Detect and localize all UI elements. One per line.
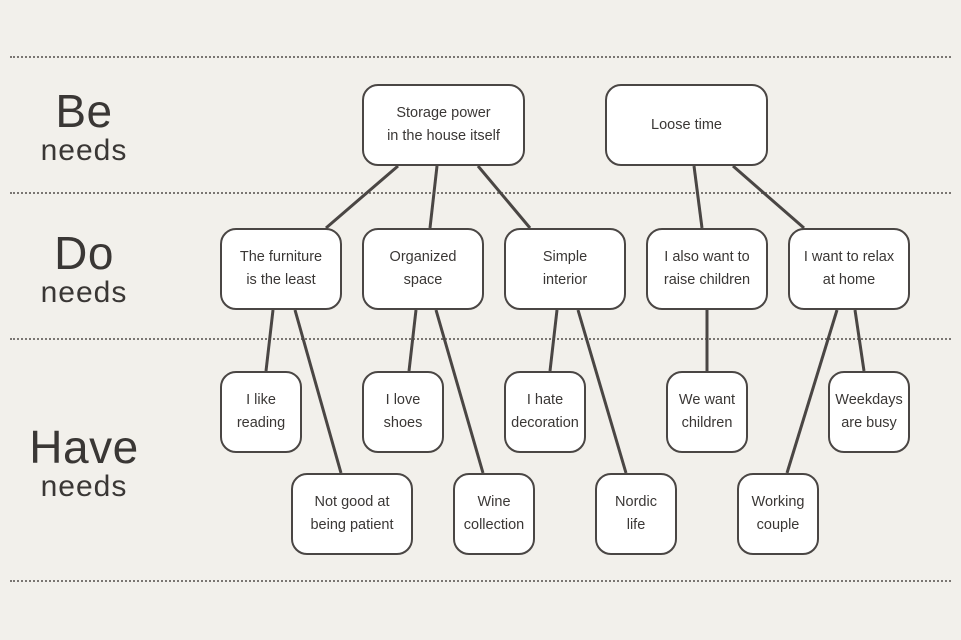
node-love-shoes[interactable]: I love shoes	[362, 371, 444, 453]
level-label-have-subtitle: needs	[40, 470, 128, 503]
edge-simple-interior-to-nordic-life	[576, 309, 628, 474]
edge-relax-home-to-weekdays-busy	[853, 309, 866, 372]
level-label-do-subtitle: needs	[40, 276, 128, 309]
edge-storage-power-to-furniture-least	[325, 164, 399, 230]
level-label-do: Do needs	[19, 230, 149, 308]
edge-loose-time-to-raise-children	[692, 165, 704, 229]
divider-top	[10, 56, 951, 58]
node-furniture-least[interactable]: The furniture is the least	[220, 228, 342, 310]
node-weekdays-busy[interactable]: Weekdays are busy	[828, 371, 910, 453]
node-loose-time[interactable]: Loose time	[605, 84, 768, 166]
level-label-do-title: Do	[54, 227, 114, 279]
level-label-be-subtitle: needs	[40, 134, 128, 167]
node-wine-collection[interactable]: Wine collection	[453, 473, 535, 555]
node-nordic-life[interactable]: Nordic life	[595, 473, 677, 555]
edge-organized-space-to-wine-collection	[434, 309, 485, 474]
node-like-reading[interactable]: I like reading	[220, 371, 302, 453]
node-working-couple[interactable]: Working couple	[737, 473, 819, 555]
edge-storage-power-to-simple-interior	[476, 165, 532, 229]
divider-be-do	[10, 192, 951, 194]
node-hate-decoration[interactable]: I hate decoration	[504, 371, 586, 453]
node-not-patient[interactable]: Not good at being patient	[291, 473, 413, 555]
node-relax-home[interactable]: I want to relax at home	[788, 228, 910, 310]
divider-bottom	[10, 580, 951, 582]
edge-organized-space-to-love-shoes	[407, 309, 418, 372]
divider-do-have	[10, 338, 951, 340]
level-label-be-title: Be	[55, 85, 113, 137]
edge-furniture-least-to-like-reading	[264, 309, 275, 372]
level-label-have-title: Have	[29, 421, 139, 473]
level-label-be: Be needs	[19, 88, 149, 166]
node-want-children[interactable]: We want children	[666, 371, 748, 453]
edge-loose-time-to-relax-home	[732, 164, 805, 230]
level-label-have: Have needs	[19, 424, 149, 502]
edge-furniture-least-to-not-patient	[293, 309, 343, 474]
node-raise-children[interactable]: I also want to raise children	[646, 228, 768, 310]
edge-storage-power-to-organized-space	[428, 165, 439, 229]
node-simple-interior[interactable]: Simple interior	[504, 228, 626, 310]
node-organized-space[interactable]: Organized space	[362, 228, 484, 310]
edge-relax-home-to-working-couple	[785, 309, 839, 474]
edge-simple-interior-to-hate-decoration	[548, 309, 559, 372]
node-storage-power[interactable]: Storage power in the house itself	[362, 84, 525, 166]
